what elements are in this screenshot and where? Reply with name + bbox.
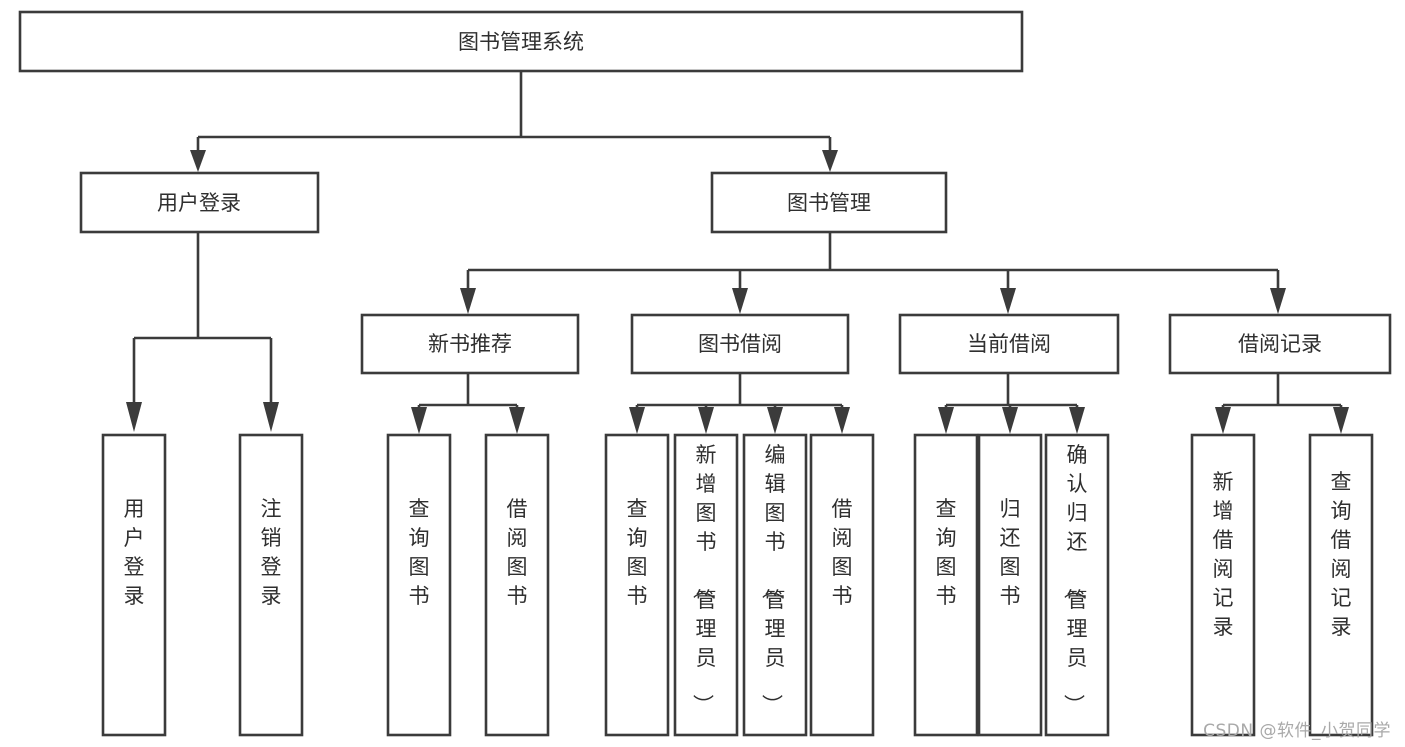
arrowhead-leaf-rec-add — [1215, 407, 1231, 434]
arrowhead-leaf-borrow-lend — [834, 407, 850, 434]
node-leaf-rec-search-label: 查询借阅记录 — [1331, 470, 1352, 639]
node-leaf-borrow-lend[interactable]: 借阅图书 — [809, 433, 875, 737]
node-root-box[interactable] — [18, 10, 1024, 73]
node-leaf-user-logout-label: 注销登录 — [261, 497, 282, 608]
node-leaf-rec-query-label: 查询图书 — [409, 497, 430, 608]
node-root[interactable]: 图书管理系统 — [18, 10, 1024, 73]
node-leaf-rec-search[interactable]: 查询借阅记录 — [1308, 433, 1374, 737]
node-leaf-user-login-label: 用户登录 — [124, 497, 145, 608]
arrowhead-book-borrow — [732, 288, 748, 314]
node-leaf-borrow-edit[interactable]: 编辑图书（管理员） — [742, 433, 808, 737]
node-user-login[interactable]: 用户登录 — [79, 171, 320, 234]
arrowhead-borrow-record — [1270, 288, 1286, 314]
edge-borrowrecord-to-leaves — [1215, 373, 1349, 434]
node-leaf-rec-borrow-box[interactable] — [484, 433, 550, 737]
arrowhead-user-login — [190, 150, 206, 172]
edge-newbookrec-to-leaves — [411, 373, 525, 434]
node-book-borrow-box[interactable] — [630, 313, 850, 375]
node-leaf-user-logout[interactable]: 注销登录 — [238, 433, 304, 737]
edge-bookmanage-to-level3 — [460, 232, 1286, 314]
node-leaf-borrow-lend-box[interactable] — [809, 433, 875, 737]
arrowhead-leaf-borrow-add — [698, 407, 714, 434]
node-user-login-box[interactable] — [79, 171, 320, 234]
arrowhead-leaf-rec-borrow — [509, 407, 525, 434]
node-leaf-borrow-query[interactable]: 查询图书 — [604, 433, 670, 737]
node-leaf-borrow-query-box[interactable] — [604, 433, 670, 737]
node-leaf-cur-confirm[interactable]: 确认归还（管理员） — [1044, 433, 1110, 737]
node-leaf-cur-query-box[interactable] — [913, 433, 979, 737]
node-leaf-borrow-edit-label: 编辑图书（管理员） — [760, 443, 786, 715]
node-leaf-rec-borrow-label: 借阅图书 — [507, 497, 528, 608]
node-leaf-borrow-add-box[interactable] — [673, 433, 739, 737]
node-leaf-rec-add-box[interactable] — [1190, 433, 1256, 737]
node-leaf-borrow-query-label: 查询图书 — [627, 497, 648, 608]
node-leaf-user-login[interactable]: 用户登录 — [101, 433, 167, 737]
node-book-manage-label: 图书管理 — [787, 191, 871, 215]
arrowhead-leaf-cur-query — [938, 407, 954, 434]
node-leaf-rec-add[interactable]: 新增借阅记录 — [1190, 433, 1256, 737]
arrowhead-leaf-rec-search — [1333, 407, 1349, 434]
arrowhead-leaf-borrow-query — [629, 407, 645, 434]
node-leaf-rec-add-label: 新增借阅记录 — [1213, 470, 1234, 639]
node-current-borrow[interactable]: 当前借阅 — [898, 313, 1120, 375]
node-user-login-label: 用户登录 — [157, 191, 241, 215]
node-leaf-cur-confirm-box[interactable] — [1044, 433, 1110, 737]
arrowhead-new-book-rec — [460, 288, 476, 314]
node-leaf-cur-return-box[interactable] — [977, 433, 1043, 737]
node-book-manage[interactable]: 图书管理 — [710, 171, 948, 234]
node-borrow-record-label: 借阅记录 — [1238, 332, 1322, 356]
edge-currentborrow-to-leaves — [938, 373, 1085, 434]
edge-root-to-level2 — [190, 71, 838, 172]
node-current-borrow-label: 当前借阅 — [967, 332, 1051, 356]
node-leaf-borrow-add[interactable]: 新增图书（管理员） — [673, 433, 739, 737]
node-leaf-rec-query[interactable]: 查询图书 — [386, 433, 452, 737]
node-leaf-borrow-lend-label: 借阅图书 — [832, 497, 853, 608]
edge-userlogin-to-leaves — [126, 232, 279, 432]
node-leaf-rec-query-box[interactable] — [386, 433, 452, 737]
node-leaf-user-logout-box[interactable] — [238, 433, 304, 737]
node-current-borrow-box[interactable] — [898, 313, 1120, 375]
node-book-borrow-label: 图书借阅 — [698, 332, 782, 356]
node-new-book-rec[interactable]: 新书推荐 — [360, 313, 580, 375]
node-leaf-rec-borrow[interactable]: 借阅图书 — [484, 433, 550, 737]
node-leaf-borrow-edit-box[interactable] — [742, 433, 808, 737]
watermark: CSDN @软件_小贺同学 — [1203, 721, 1391, 741]
arrowhead-leaf-cur-return — [1002, 407, 1018, 434]
node-book-borrow[interactable]: 图书借阅 — [630, 313, 850, 375]
node-leaf-user-login-box[interactable] — [101, 433, 167, 737]
node-leaf-cur-return[interactable]: 归还图书 — [977, 433, 1043, 737]
node-borrow-record-box[interactable] — [1168, 313, 1392, 375]
arrowhead-leaf-rec-query — [411, 407, 427, 434]
arrowhead-current-borrow — [1000, 288, 1016, 314]
node-leaf-cur-query-label: 查询图书 — [936, 497, 957, 608]
node-root-label: 图书管理系统 — [458, 30, 584, 54]
node-leaf-borrow-add-label: 新增图书（管理员） — [691, 443, 717, 715]
node-leaf-cur-confirm-label: 确认归还（管理员） — [1062, 443, 1088, 715]
node-leaf-rec-search-box[interactable] — [1308, 433, 1374, 737]
node-book-manage-box[interactable] — [710, 171, 948, 234]
edge-bookborrow-to-leaves — [629, 373, 850, 434]
arrowhead-book-manage — [822, 150, 838, 172]
arrowhead-leaf-user-login — [126, 402, 142, 432]
arrowhead-leaf-user-logout — [263, 402, 279, 432]
node-borrow-record[interactable]: 借阅记录 — [1168, 313, 1392, 375]
node-new-book-rec-box[interactable] — [360, 313, 580, 375]
arrowhead-leaf-borrow-edit — [767, 407, 783, 434]
arrowhead-leaf-cur-confirm — [1069, 407, 1085, 434]
node-leaf-cur-query[interactable]: 查询图书 — [913, 433, 979, 737]
node-new-book-rec-label: 新书推荐 — [428, 332, 512, 356]
node-leaf-cur-return-label: 归还图书 — [1000, 497, 1021, 608]
